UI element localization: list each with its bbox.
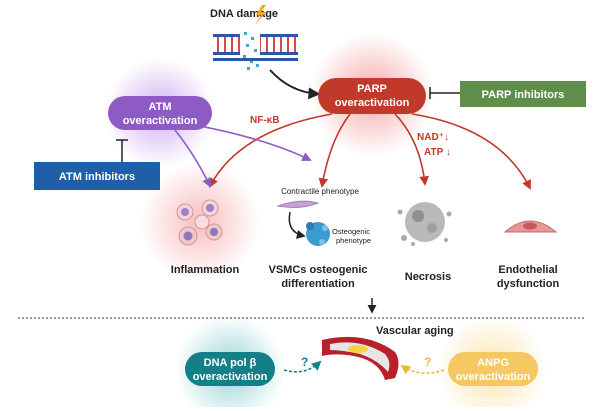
anpg-pill (448, 352, 538, 386)
atm-line1: ATM (148, 101, 171, 113)
anpg-line1: ANPG (477, 357, 509, 369)
inflammation-cells-icon (176, 199, 223, 246)
dna-pol-beta-pill (185, 352, 275, 386)
parp-line2: overactivation (335, 97, 410, 109)
parp-inhibitors-label: PARP inhibitors (482, 89, 565, 101)
osteogenic-line2: phenotype (336, 236, 371, 245)
parp-inhibitors-box (460, 81, 586, 107)
dna-damage-label: DNA damage (210, 8, 278, 20)
nfkb-label: NF-κB (250, 115, 279, 126)
atm-inhibitors-label: ATM inhibitors (59, 171, 135, 183)
anpg-line2: overactivation (456, 371, 531, 383)
endothelial-line2: dysfunction (497, 278, 560, 290)
dna-icon (213, 30, 298, 70)
parp-overactivation-pill (318, 78, 426, 114)
atm-overactivation-pill (108, 96, 212, 130)
contractile-to-osteogenic-arrow (288, 211, 306, 239)
question-left: ? (301, 355, 308, 369)
endothelial-cell-icon (503, 220, 558, 233)
parp-to-endothelial-arrow (411, 113, 531, 190)
vascular-aging-label: Vascular aging (376, 325, 454, 337)
dna-pol-line2: overactivation (193, 371, 268, 383)
vsmc-line1: VSMCs osteogenic (268, 264, 367, 276)
necrosis-icon (397, 202, 452, 246)
dnapol-to-aging-arrow (283, 360, 322, 373)
atm-to-vsmc-arrow (199, 125, 312, 161)
osteogenic-line1: Osteogenic (332, 227, 370, 236)
parp-to-necrosis-arrow (394, 113, 429, 186)
parp-to-vsmc-arrow (318, 113, 351, 188)
lightning-icon (255, 5, 266, 25)
blood-vessel-icon (322, 336, 399, 380)
atm-inhibitors-box (34, 162, 160, 190)
contractile-cell-icon (276, 200, 320, 208)
endothelial-line1: Endothelial (498, 264, 557, 276)
anpg-to-aging-arrow (400, 364, 445, 375)
osteogenic-cell-icon (306, 222, 330, 246)
atp-label: ATP ↓ (424, 147, 451, 158)
dna-pol-line1: DNA pol β (204, 357, 257, 369)
atm-line2: overactivation (123, 115, 198, 127)
inflammation-label: Inflammation (171, 264, 240, 276)
nad-label: NAD⁺↓ (417, 132, 449, 143)
necrosis-label: Necrosis (405, 271, 451, 283)
contractile-phenotype-label: Contractile phenotype (281, 187, 359, 196)
question-right: ? (424, 355, 431, 369)
vsmc-line2: differentiation (281, 278, 355, 290)
parp-line1: PARP (357, 83, 387, 95)
dna-to-parp-arrow (269, 69, 321, 100)
atm-to-inflammation-arrow (174, 129, 211, 188)
